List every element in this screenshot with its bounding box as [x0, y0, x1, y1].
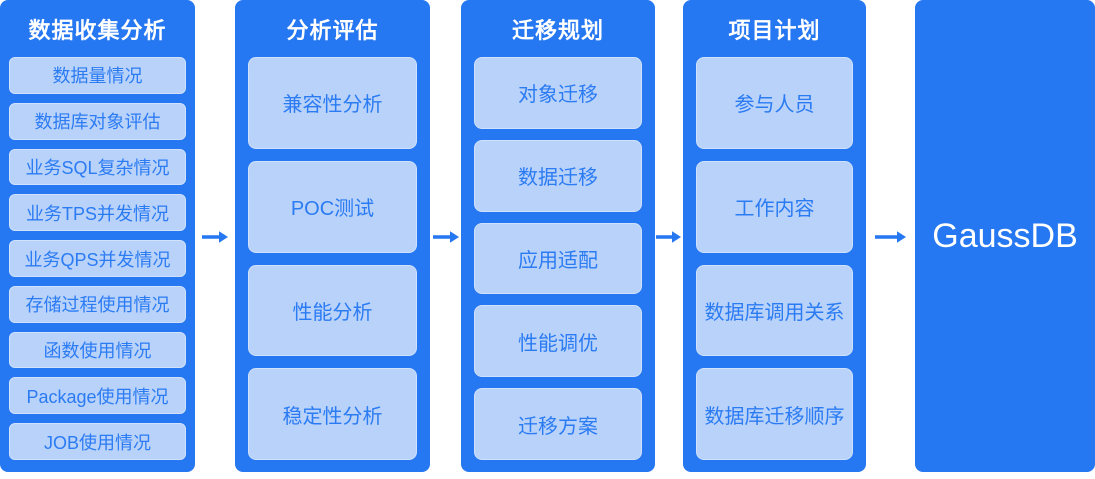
stage-item: 存储过程使用情况: [9, 285, 186, 323]
stage-title: 项目计划: [728, 17, 821, 43]
stage-item: 迁移方案: [474, 388, 642, 460]
stage-item: 数据量情况: [9, 57, 186, 94]
stage-item: 业务TPS并发情况: [9, 194, 186, 232]
arrow-right-icon: [195, 229, 235, 245]
stage-column-project-plan: 项目计划 参与人员 工作内容 数据库调用关系 数据库迁移顺序: [683, 0, 866, 472]
stage-item: 工作内容: [696, 160, 853, 253]
stage-item: 数据库对象评估: [9, 102, 186, 140]
stage-items: 数据量情况 数据库对象评估 业务SQL复杂情况 业务TPS并发情况 业务QPS并…: [0, 57, 195, 472]
stage-title: 数据收集分析: [28, 17, 167, 43]
stage-item: POC测试: [248, 160, 417, 253]
arrow-right-icon: [655, 229, 683, 245]
stage-items: 兼容性分析 POC测试 性能分析 稳定性分析: [235, 57, 430, 472]
stage-title: 分析评估: [286, 17, 379, 43]
stage-item: 兼容性分析: [248, 57, 417, 149]
stage-item: 对象迁移: [474, 57, 642, 129]
stage-title: 迁移规划: [511, 17, 604, 43]
stage-item: 应用适配: [474, 222, 642, 295]
stage-item: 性能调优: [474, 305, 642, 378]
stage-item: 数据库迁移顺序: [696, 368, 853, 460]
gaussdb-target-box: GaussDB: [915, 0, 1095, 472]
stage-column-data-collection: 数据收集分析 数据量情况 数据库对象评估 业务SQL复杂情况 业务TPS并发情况…: [0, 0, 195, 472]
stage-column-migration-planning: 迁移规划 对象迁移 数据迁移 应用适配 性能调优 迁移方案: [461, 0, 655, 472]
stage-items: 参与人员 工作内容 数据库调用关系 数据库迁移顺序: [683, 57, 866, 472]
stage-item: 稳定性分析: [248, 368, 417, 460]
stage-item: 业务QPS并发情况: [9, 240, 186, 277]
stage-item: Package使用情况: [9, 377, 186, 415]
stage-item: 数据库调用关系: [696, 264, 853, 357]
stage-item: 数据迁移: [474, 139, 642, 212]
stage-item: 函数使用情况: [9, 331, 186, 369]
stage-item: JOB使用情况: [9, 423, 186, 461]
arrow-right-icon: [866, 229, 915, 245]
stage-item: 性能分析: [248, 264, 417, 357]
gaussdb-label: GaussDB: [932, 216, 1078, 255]
stage-item: 业务SQL复杂情况: [9, 148, 186, 186]
stage-column-analysis-evaluation: 分析评估 兼容性分析 POC测试 性能分析 稳定性分析: [235, 0, 430, 472]
stage-item: 参与人员: [696, 57, 853, 149]
arrow-right-icon: [430, 229, 461, 245]
stage-items: 对象迁移 数据迁移 应用适配 性能调优 迁移方案: [461, 57, 655, 472]
